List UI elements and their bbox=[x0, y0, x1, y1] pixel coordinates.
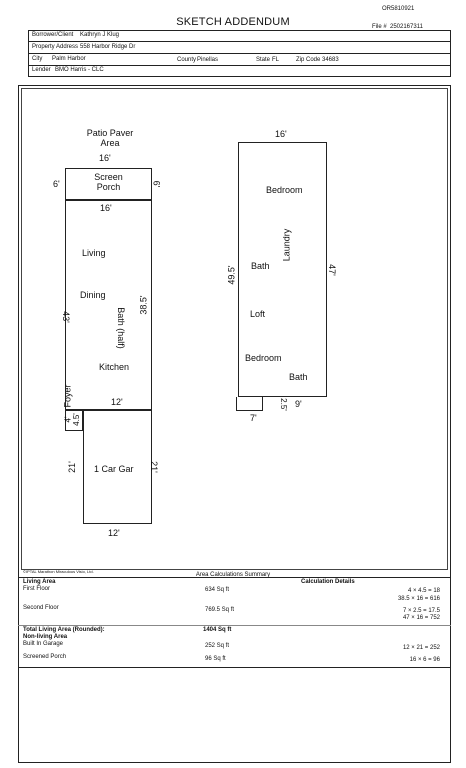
loft-label: Loft bbox=[250, 309, 266, 319]
second-floor-bump-dim: 2.5' bbox=[278, 398, 288, 411]
first-floor-area: 634 Sq ft bbox=[205, 587, 230, 593]
state-value: FL bbox=[272, 57, 280, 63]
second-floor-right-dim: 47' bbox=[326, 264, 337, 276]
software-watermark: ©IPTAL Marathon Miraculous Visio, Ltd. bbox=[23, 569, 94, 574]
patio-dimension: 16' bbox=[99, 153, 111, 163]
second-floor-bump bbox=[236, 397, 263, 411]
second-floor-area: 769.5 Sq ft bbox=[205, 607, 235, 613]
living-area-header: Living Area bbox=[23, 579, 56, 585]
garage-summary-label: Built In Garage bbox=[23, 641, 64, 647]
dining-label: Dining bbox=[80, 290, 106, 300]
half-bath-label: Bath (half) bbox=[115, 307, 126, 349]
first-floor-left-dim: 43' bbox=[60, 311, 71, 323]
first-floor-room bbox=[65, 200, 152, 410]
porch-summary-area: 96 Sq ft bbox=[205, 656, 226, 662]
bedroom-1-label: Bedroom bbox=[266, 185, 303, 195]
second-floor-calc-2: 47 × 16 = 752 bbox=[402, 615, 440, 621]
garage-summary-area: 252 Sq ft bbox=[205, 643, 230, 649]
second-floor-calc-1: 7 × 2.5 = 17.5 bbox=[402, 608, 440, 614]
screen-porch-left-dim: 6' bbox=[53, 179, 60, 189]
second-floor-bottom-dim-7: 7' bbox=[250, 413, 257, 423]
summary-divider bbox=[18, 577, 451, 578]
garage-label: 1 Car Gar bbox=[94, 464, 134, 474]
second-floor-label: Second Floor bbox=[23, 605, 59, 611]
borrower-value: Kathryn J Klug bbox=[80, 32, 120, 38]
lender-label: Lender bbox=[32, 67, 51, 73]
summary-bottom-divider bbox=[18, 667, 451, 668]
screen-porch-line1: Screen bbox=[94, 172, 123, 182]
county-label: County bbox=[177, 57, 197, 63]
kitchen-bottom-dim: 12' bbox=[111, 397, 123, 407]
second-floor-bottom-dim-9: 9' bbox=[295, 399, 302, 409]
page-title: SKETCH ADDENDUM bbox=[176, 16, 290, 28]
zip-label: Zip Code bbox=[296, 57, 321, 63]
first-floor-top-dim: 16' bbox=[100, 203, 112, 213]
order-number: OR5810921 bbox=[382, 6, 415, 12]
second-floor-top-dim: 16' bbox=[275, 129, 287, 139]
zip-value: 34683 bbox=[322, 57, 339, 63]
summary-divider bbox=[18, 625, 451, 626]
summary-title: Area Calculations Summary bbox=[195, 572, 271, 578]
lender-value: BMO Harris - CLC bbox=[55, 67, 104, 73]
address-value: 558 Harbor Ridge Dr bbox=[80, 44, 136, 50]
patio-label: Patio Paver Area bbox=[72, 128, 148, 148]
screen-porch-line2: Porch bbox=[96, 182, 121, 192]
garage-right-dim: 21' bbox=[148, 461, 159, 473]
living-label: Living bbox=[82, 248, 106, 258]
total-living-label: Total Living Area (Rounded): bbox=[23, 627, 105, 633]
patio-label-line1: Patio Paver bbox=[86, 128, 134, 138]
address-label: Property Address bbox=[32, 44, 79, 50]
file-number: 2502167311 bbox=[390, 24, 423, 30]
patio-label-line2: Area bbox=[100, 138, 120, 148]
city-value: Palm Harbor bbox=[52, 56, 86, 62]
kitchen-label: Kitchen bbox=[99, 362, 130, 372]
header-divider bbox=[28, 41, 451, 42]
garage-room bbox=[83, 410, 152, 524]
borrower-label: Borrower/Client bbox=[32, 32, 74, 38]
total-living-value: 1404 Sq ft bbox=[203, 627, 232, 633]
porch-summary-calc: 16 × 6 = 96 bbox=[409, 657, 440, 663]
screen-porch-right-dim: 6' bbox=[151, 180, 162, 188]
state-label: State bbox=[256, 57, 271, 63]
drawing-area bbox=[21, 88, 448, 570]
header-divider bbox=[28, 53, 451, 54]
screen-porch-room bbox=[65, 168, 152, 200]
city-label: City bbox=[32, 56, 43, 62]
bath-2-label: Bath bbox=[289, 372, 308, 382]
garage-left-dim: 21' bbox=[66, 461, 77, 473]
second-floor-room bbox=[238, 142, 327, 397]
calculation-details-header: Calculation Details bbox=[301, 579, 355, 585]
foyer-step bbox=[65, 410, 83, 431]
laundry-label: Laundry bbox=[281, 228, 292, 262]
non-living-label: Non-living Area bbox=[23, 634, 68, 640]
garage-summary-calc: 12 × 21 = 252 bbox=[402, 645, 440, 651]
sketch-frame bbox=[18, 85, 451, 763]
second-floor-left-dim: 49.5' bbox=[226, 265, 237, 285]
bedroom-2-label: Bedroom bbox=[245, 353, 282, 363]
garage-bottom-dim: 12' bbox=[108, 528, 120, 538]
screen-porch-label: Screen Porch bbox=[65, 172, 152, 192]
first-floor-calc-1: 4 × 4.5 = 18 bbox=[407, 588, 440, 594]
first-floor-right-dim: 38.5' bbox=[138, 295, 149, 315]
foyer-label: Foyer bbox=[62, 384, 73, 408]
county-value: Pinellas bbox=[197, 57, 219, 63]
bath-1-label: Bath bbox=[251, 261, 270, 271]
first-floor-label: First Floor bbox=[23, 586, 50, 592]
porch-summary-label: Screened Porch bbox=[23, 654, 67, 660]
file-label: File # bbox=[372, 24, 387, 30]
foyer-step-dim-45: 4.5' bbox=[71, 413, 81, 426]
header-divider bbox=[28, 65, 451, 66]
first-floor-calc-2: 38.5 × 16 = 616 bbox=[397, 596, 440, 602]
